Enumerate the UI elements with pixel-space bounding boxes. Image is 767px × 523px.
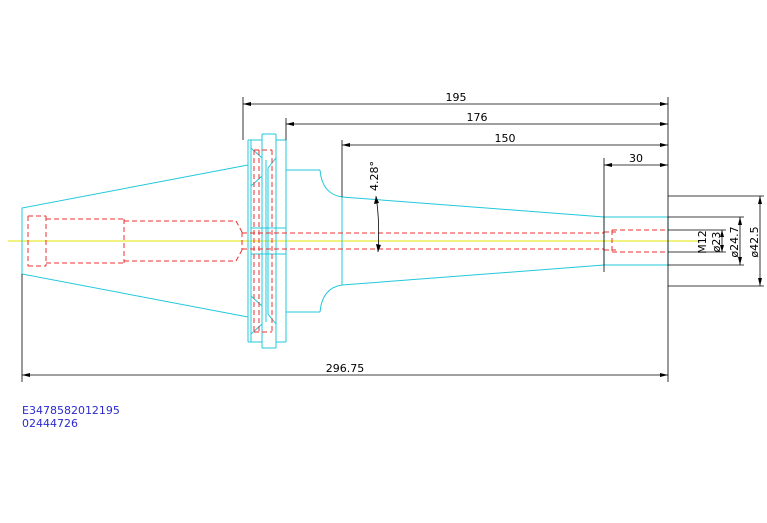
dim-30-label: 30: [629, 152, 643, 165]
thread-label: M12: [696, 230, 709, 254]
front-bore: [604, 229, 668, 253]
part-code-line2: 02444726: [22, 417, 78, 430]
drive-slot: [253, 149, 273, 333]
shank-taper: [21, 164, 249, 210]
dim-150-label: 150: [495, 132, 516, 145]
dia-42-5-label: ø42.5: [748, 226, 761, 257]
flange: [247, 133, 287, 349]
angle-arc: [375, 195, 380, 253]
dimensions: [21, 97, 764, 382]
dia-24-7-label: ø24.7: [728, 226, 741, 257]
overall-length-label: 296.75: [326, 362, 365, 375]
tool-holder-outline: [21, 133, 669, 349]
dim-195-label: 195: [446, 91, 467, 104]
taper-angle-label: 4.28°: [368, 161, 381, 191]
neck: [286, 169, 343, 313]
pull-stud-bore: [27, 215, 243, 267]
arrow-heads: [22, 102, 762, 377]
dim-176-label: 176: [467, 111, 488, 124]
shank-taper-lower: [21, 272, 249, 318]
part-code-line1: E3478582012195: [22, 404, 120, 417]
coolant-bore: [242, 232, 604, 250]
dia-23-label: ø23: [710, 232, 723, 253]
hidden-features: [27, 149, 668, 333]
